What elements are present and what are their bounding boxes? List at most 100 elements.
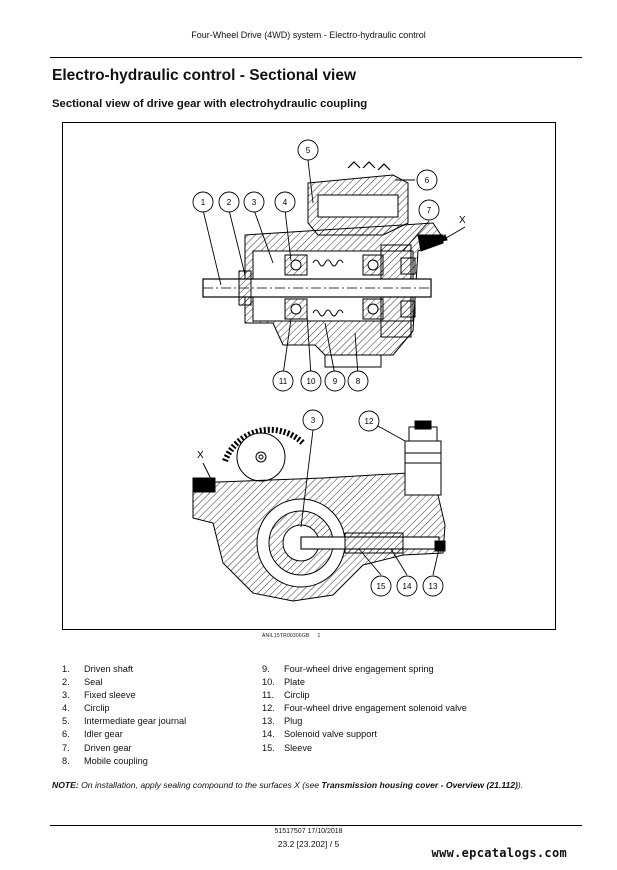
callout-4 xyxy=(274,191,296,213)
legend-item: 14. Solenoid valve support xyxy=(262,728,467,741)
legend-number: 6. xyxy=(62,729,70,740)
callout-9-label: 9 xyxy=(333,377,338,386)
figure-code: ANIL15TR00306GB xyxy=(262,633,310,639)
legend-number: 11. xyxy=(262,690,275,701)
top-callouts xyxy=(192,139,440,392)
legend-label: Seal xyxy=(84,677,103,688)
callout-5-label: 5 xyxy=(306,146,311,155)
legend-label: Circlip xyxy=(84,703,110,714)
legend-label: Solenoid valve support xyxy=(284,729,377,740)
legend-item: 7. Driven gear xyxy=(62,742,186,755)
legend-label: Plug xyxy=(284,716,303,727)
legend-item: 6. Idler gear xyxy=(62,728,186,741)
legend-label: Fixed sleeve xyxy=(84,690,136,701)
legend-number: 9. xyxy=(262,664,270,674)
callout-10 xyxy=(300,370,322,392)
top-section-drawing xyxy=(202,161,466,368)
legend-number: 3. xyxy=(62,690,70,701)
legend-number: 8. xyxy=(62,755,70,766)
callout-9 xyxy=(324,370,346,392)
legend-item: 13. Plug xyxy=(262,715,467,728)
legend-item: 4. Circlip xyxy=(62,702,186,715)
legend-number: 14. xyxy=(262,729,275,740)
callout-2 xyxy=(218,191,240,213)
callout-3-bottom-label: 3 xyxy=(311,416,316,425)
legend-number: 10. xyxy=(262,677,275,688)
callout-11-label: 11 xyxy=(279,377,288,386)
legend-item: 15. Sleeve xyxy=(262,742,467,755)
legend-label: Four-wheel drive engagement spring xyxy=(284,664,434,674)
callout-1 xyxy=(192,191,214,213)
legend-item: 11. Circlip xyxy=(262,689,467,702)
legend-item: 2. Seal xyxy=(62,676,186,689)
footer-rule xyxy=(50,825,582,826)
sectional-view-figure: X 1 2 3 xyxy=(62,122,556,630)
callout-12-label: 12 xyxy=(365,417,374,426)
legend-item: 12. Four-wheel drive engagement solenoid … xyxy=(262,702,467,715)
note-prefix: NOTE: xyxy=(52,780,79,790)
legend-item: 5. Intermediate gear journal xyxy=(62,715,186,728)
callout-8 xyxy=(347,370,369,392)
legend-number: 1. xyxy=(62,664,70,674)
document-reference: 51517507 17/10/2018 xyxy=(274,828,343,835)
running-header: Four-Wheel Drive (4WD) system - Electro-… xyxy=(191,30,426,40)
legend-label: Driven shaft xyxy=(84,664,134,674)
callout-6-label: 6 xyxy=(425,176,430,185)
callout-3-bottom xyxy=(302,409,324,431)
legend-right-column: 9. Four-wheel drive engagement spring 10.… xyxy=(262,663,467,755)
legend-label: Intermediate gear journal xyxy=(84,716,187,727)
legend-label: Sleeve xyxy=(284,742,313,753)
legend-item: 1. Driven shaft xyxy=(62,663,186,676)
callout-6 xyxy=(416,169,438,191)
callout-2-label: 2 xyxy=(227,198,232,207)
callout-8-label: 8 xyxy=(356,377,361,386)
note-reference-link[interactable]: Transmission housing cover - Overview (2… xyxy=(321,780,518,790)
page-title: Electro-hydraulic control - Sectional vi… xyxy=(52,67,357,84)
callout-15-label: 15 xyxy=(377,582,386,591)
legend-number: 5. xyxy=(62,716,70,727)
callout-7-label: 7 xyxy=(427,206,432,215)
callout-7 xyxy=(418,199,440,221)
callout-3 xyxy=(243,191,265,213)
callout-10-label: 10 xyxy=(307,377,316,386)
note-text: On installation, apply sealing compound … xyxy=(78,780,322,790)
callout-14 xyxy=(396,575,418,597)
legend-label: Mobile coupling xyxy=(84,755,148,766)
callout-11 xyxy=(272,370,294,392)
legend-item: 9. Four-wheel drive engagement spring xyxy=(262,663,467,676)
legend-number: 12. xyxy=(262,703,275,714)
surface-x-label-top: X xyxy=(459,215,466,226)
legend-label: Plate xyxy=(284,677,305,688)
figure-id: ANIL15TR00306GB 1 xyxy=(262,633,320,639)
legend-number: 15. xyxy=(262,742,275,753)
legend-label: Idler gear xyxy=(84,729,123,740)
figure-sheet: 1 xyxy=(317,633,321,639)
note-suffix: ). xyxy=(517,780,524,790)
legend-item: 10. Plate xyxy=(262,676,467,689)
legend-label: Circlip xyxy=(284,690,310,701)
legend-number: 2. xyxy=(62,677,70,688)
legend-number: 13. xyxy=(262,716,275,727)
callout-1-label: 1 xyxy=(201,198,206,207)
callout-13-label: 13 xyxy=(429,582,438,591)
header-rule xyxy=(50,57,582,58)
legend-number: 7. xyxy=(62,742,70,753)
page-number: 23.2 [23.202] / 5 xyxy=(277,839,340,849)
legend-left-column: 1. Driven shaft 2. Seal 3. Fixed sleeve 4. C… xyxy=(62,663,186,768)
bottom-section-drawing xyxy=(192,420,446,602)
callout-14-label: 14 xyxy=(403,582,412,591)
section-title: Sectional view of drive gear with electr… xyxy=(52,98,368,110)
bottom-callouts xyxy=(300,409,444,597)
callout-15 xyxy=(370,575,392,597)
callout-12 xyxy=(358,410,380,432)
watermark: www.epcatalogs.com xyxy=(431,846,567,860)
installation-note: NOTE: On installation, apply sealing com… xyxy=(52,779,582,791)
legend-label: Four-wheel drive engagement solenoid val… xyxy=(284,703,467,714)
legend-label: Driven gear xyxy=(84,742,132,753)
surface-x-label-bottom: X xyxy=(197,450,204,461)
legend-item: 8. Mobile coupling xyxy=(62,755,186,768)
callout-5 xyxy=(297,139,319,161)
callout-4-label: 4 xyxy=(283,198,288,207)
legend-number: 4. xyxy=(62,703,70,714)
callout-13 xyxy=(422,575,444,597)
